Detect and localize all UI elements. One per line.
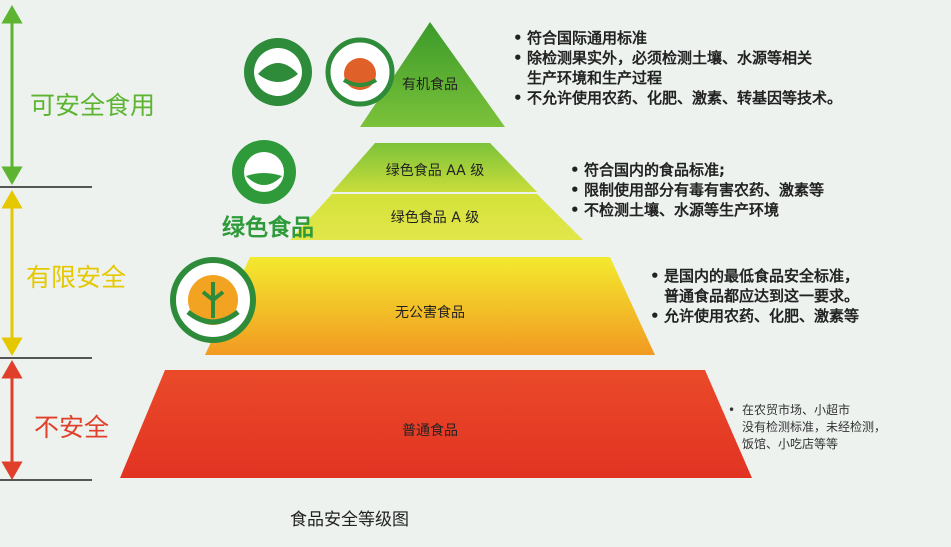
organic-description: 符合国际通用标准 除检测果实外，必须检测土壤、水源等相关 生产环境和生产过程 不…	[513, 28, 842, 108]
description-item: 符合国际通用标准	[513, 28, 842, 48]
level-label-unsafe: 不安全	[34, 413, 110, 442]
description-item: 不检测土壤、水源等生产环境	[570, 200, 824, 220]
tier-ordinary	[120, 370, 752, 478]
description-item: 符合国内的食品标准;	[570, 160, 824, 180]
tier-organic	[360, 22, 505, 127]
organic-certification-logo	[325, 37, 395, 107]
tier-label: 无公害食品	[395, 305, 465, 321]
description-item: 普通食品都应达到这一要求。	[664, 287, 860, 305]
ordinary-description: 在农贸市场、小超市 没有检测标准，未经检测， 饭馆、小吃店等等	[728, 402, 886, 453]
tier-label: 普通食品	[402, 423, 458, 439]
tier-label: 有机食品	[402, 77, 458, 93]
description-item: 是国内的最低食品安全标准，	[650, 266, 859, 286]
pollution-free-logo	[170, 257, 256, 343]
double-arrow-icon	[1, 359, 23, 481]
description-item: 没有检测标准，未经检测，	[742, 420, 887, 434]
green-food-logo-text: 绿色食品	[222, 215, 314, 241]
description-item: 允许使用农药、化肥、激素等	[650, 306, 859, 326]
description-item: 饭馆、小吃店等等	[742, 437, 839, 451]
double-arrow-icon	[1, 4, 23, 186]
china-organic-logo	[244, 38, 312, 106]
level-label-safe: 可安全食用	[30, 91, 156, 120]
tier-label: 绿色食品 A 级	[390, 210, 480, 226]
pollution-free-description: 是国内的最低食品安全标准， 普通食品都应达到这一要求。 允许使用农药、化肥、激素…	[650, 266, 859, 326]
tier-green-aa	[332, 143, 537, 192]
tier-green-a	[290, 194, 583, 240]
green-description: 符合国内的食品标准; 限制使用部分有毒有害农药、激素等 不检测土壤、水源等生产环…	[570, 160, 824, 220]
description-item: 不允许使用农药、化肥、激素、转基因等技术。	[513, 88, 842, 108]
divider-lines	[0, 186, 92, 481]
description-item: 限制使用部分有毒有害农药、激素等	[570, 180, 824, 200]
level-label-limited: 有限安全	[26, 263, 127, 292]
tier-label: 绿色食品 AA 级	[385, 163, 485, 179]
description-item: 除检测果实外，必须检测土壤、水源等相关	[513, 48, 842, 68]
description-item: 生产环境和生产过程	[527, 69, 663, 87]
caption: 食品安全等级图	[290, 510, 409, 530]
tier-pollution-free	[205, 257, 655, 355]
description-item: 在农贸市场、小超市	[728, 402, 886, 419]
green-food-logo	[232, 140, 296, 204]
double-arrow-icon	[1, 189, 23, 357]
